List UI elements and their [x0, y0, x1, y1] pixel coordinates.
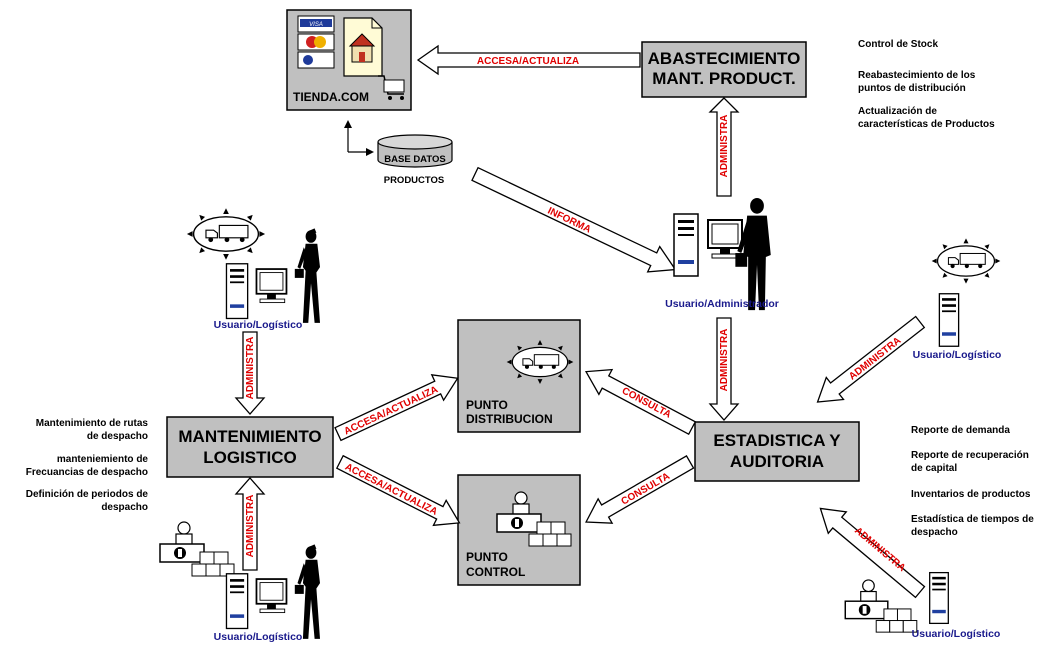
user-logistico-right-top-label: Usuario/Logístico: [913, 349, 1002, 361]
box-mantenimiento-line1: MANTENIMIENTO: [178, 427, 321, 446]
arrow-administra-mant-top: ADMINISTRA: [234, 331, 266, 415]
note-line: Reabastecimiento de los: [858, 70, 976, 81]
arrow-accesa-shop: ACCESA/ACTUALIZA: [416, 44, 641, 76]
note-line: Control de Stock: [858, 39, 938, 50]
box-estadistica-line1: ESTADISTICA Y: [713, 431, 841, 450]
truck-icon: [186, 207, 266, 261]
arrow-administra-mant-top-label: ADMINISTRA: [245, 337, 256, 400]
arrow-consulta-control: CONSULTA: [585, 455, 695, 524]
user-logistico-top: Usuario/Logístico: [186, 207, 320, 331]
note-line: despacho: [911, 527, 958, 538]
arrow-administra-abastecimiento-label: ADMINISTRA: [719, 115, 730, 178]
box-mantenimiento: MANTENIMIENTO LOGISTICO: [166, 416, 334, 478]
businessman-icon: [735, 197, 771, 311]
arrow-administra-est-top-label: ADMINISTRA: [847, 335, 903, 382]
database-sublabel: PRODUCTOS: [384, 175, 445, 186]
computer-icon: [225, 262, 288, 320]
arrow-administra-mant-bottom-label: ADMINISTRA: [245, 495, 256, 558]
note-line: despacho: [101, 502, 148, 513]
user-logistico-top-label: Usuario/Logístico: [214, 319, 303, 331]
server-icon: [929, 571, 949, 625]
arrow-consulta-control-label: CONSULTA: [620, 471, 672, 508]
arrow-accesa-control: ACCESA/ACTUALIZA: [335, 454, 461, 527]
arrow-consulta-distribucion-label: CONSULTA: [620, 386, 673, 421]
notes-mantenimiento: Mantenimiento de rutas de despacho mante…: [26, 418, 149, 513]
note-line: Reporte de demanda: [911, 425, 1010, 436]
woman-user-icon: [294, 544, 320, 639]
note-line: Frecuancias de despacho: [26, 467, 148, 478]
cart-icon: [378, 75, 405, 100]
arrow-administra-abastecimiento: ADMINISTRA: [708, 97, 740, 197]
database-icon: BASE DATOS: [377, 134, 453, 168]
credit-cards-icon: VISA: [297, 15, 335, 69]
box-punto-distribucion-line1: PUNTO: [466, 398, 508, 412]
note-line: Inventarios de productos: [911, 489, 1031, 500]
box-punto-control-line2: CONTROL: [466, 565, 525, 579]
arrow-administra-est-top: ADMINISTRA: [816, 315, 926, 403]
arrow-consulta-distribucion: CONSULTA: [584, 368, 697, 436]
box-abastecimiento-line2: MANT. PRODUCT.: [652, 69, 796, 88]
arrow-accesa-control-label: ACCESA/ACTUALIZA: [343, 462, 439, 518]
box-abastecimiento: ABASTECIMIENTO MANT. PRODUCT.: [641, 41, 807, 98]
note-line: puntos de distribución: [858, 83, 966, 94]
arrow-accesa-distribucion-label: ACCESA/ACTUALIZA: [343, 384, 440, 437]
shop-box: VISA TIENDA.COM: [286, 9, 412, 111]
user-logistico-bottom-label: Usuario/Logístico: [214, 631, 303, 643]
store-document-icon: [343, 17, 383, 77]
user-logistico-right-bottom-label: Usuario/Logístico: [912, 628, 1001, 640]
note-line: Reporte de recuperación: [911, 450, 1029, 461]
svg-text:VISA: VISA: [309, 22, 323, 28]
arrow-accesa-shop-label: ACCESA/ACTUALIZA: [477, 56, 579, 67]
note-line: de capital: [911, 463, 957, 474]
computer-icon: [225, 572, 288, 630]
notes-abastecimiento: Control de Stock Reabastecimiento de los…: [858, 39, 995, 130]
arrow-administra-estadistica-label: ADMINISTRA: [719, 329, 730, 392]
truck-icon: [931, 237, 1001, 285]
box-estadistica: ESTADISTICA Y AUDITORIA: [694, 421, 860, 482]
box-estadistica-line2: AUDITORIA: [730, 452, 824, 471]
note-line: Mantenimiento de rutas: [36, 418, 149, 429]
user-administrador: Usuario/Administrador: [665, 197, 779, 311]
note-line: Definición de periodos de: [26, 489, 149, 500]
arrow-administra-estadistica: ADMINISTRA: [708, 317, 740, 421]
arrow-administra-mant-bottom: ADMINISTRA: [234, 477, 266, 571]
note-line: de despacho: [87, 431, 148, 442]
box-mantenimiento-line2: LOGISTICO: [203, 448, 297, 467]
note-line: características de Productos: [858, 119, 995, 130]
server-icon: [938, 293, 960, 347]
box-abastecimiento-line1: ABASTECIMIENTO: [648, 49, 801, 68]
box-punto-distribucion: PUNTO DISTRIBUCION: [457, 319, 581, 433]
notes-estadistica: Reporte de demanda Reporte de recuperaci…: [911, 425, 1034, 538]
database-label: BASE DATOS: [384, 154, 445, 165]
note-line: Actualización de: [858, 106, 937, 117]
arrow-informa: INFORMA: [471, 166, 677, 273]
woman-user-icon: [294, 228, 320, 323]
box-punto-distribucion-line2: DISTRIBUCION: [466, 412, 553, 426]
arrow-accesa-distribucion: ACCESA/ACTUALIZA: [334, 374, 459, 442]
box-punto-control-line1: PUNTO: [466, 550, 508, 564]
shop-db-connector: [344, 120, 374, 156]
user-logistico-right-bottom: Usuario/Logístico: [844, 571, 1001, 640]
shop-label: TIENDA.COM: [293, 90, 369, 104]
user-logistico-bottom: Usuario/Logístico: [159, 521, 320, 643]
control-point-icon: [159, 521, 235, 577]
user-administrador-label: Usuario/Administrador: [665, 298, 779, 310]
note-line: Estadística de tiempos de: [911, 514, 1034, 525]
box-punto-control: PUNTO CONTROL: [457, 474, 581, 586]
computer-icon: [673, 213, 743, 277]
user-logistico-right-top: Usuario/Logístico: [913, 237, 1002, 361]
note-line: manteniemiento de: [57, 454, 149, 465]
